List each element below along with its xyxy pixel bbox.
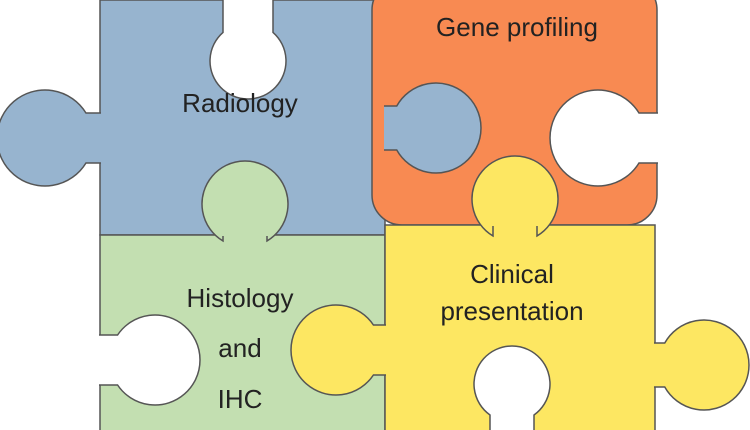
clinical-left-tab-outline xyxy=(290,304,386,396)
radiology-label: Radiology xyxy=(182,88,298,118)
radiology-top-notch-outline xyxy=(209,0,287,100)
clinical-label-line1: Clinical xyxy=(470,259,554,289)
histology-left-notch-outline xyxy=(99,314,201,406)
gene-profiling-right-notch-outline xyxy=(549,89,658,187)
radiology-top-notch xyxy=(210,0,286,99)
histology-left-notch xyxy=(99,315,200,405)
clinical-right-tab xyxy=(654,320,749,410)
histology-label-line3: IHC xyxy=(218,384,263,414)
radiology-right-tab xyxy=(384,83,481,173)
clinical-label-line2: presentation xyxy=(440,296,583,326)
gene-profiling-right-notch xyxy=(549,90,658,186)
radiology-right-tab-outline xyxy=(384,82,482,174)
clinical-bottom-notch xyxy=(474,346,550,430)
clinical-right-tab-outline xyxy=(654,319,750,411)
clinical-top-tab-outline xyxy=(471,155,559,238)
clinical-top-tab xyxy=(472,156,558,236)
histology-label-line2: and xyxy=(218,333,261,363)
clinical-left-tab xyxy=(291,305,386,395)
radiology-left-tab-outline xyxy=(0,89,101,187)
radiology-left-tab xyxy=(0,90,101,186)
histology-top-tab-outline xyxy=(201,160,289,243)
clinical-bottom-notch-outline xyxy=(473,345,551,430)
histology-top-tab xyxy=(202,161,288,241)
histology-label-line1: Histology xyxy=(187,283,294,313)
gene-profiling-label: Gene profiling xyxy=(436,12,598,42)
